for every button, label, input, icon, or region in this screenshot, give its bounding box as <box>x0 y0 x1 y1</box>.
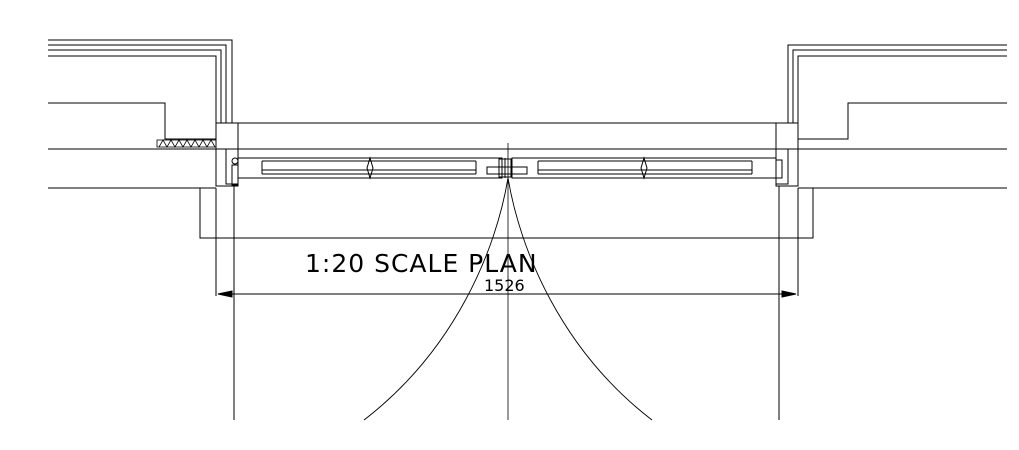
dimension-line <box>215 186 799 420</box>
left-wall <box>48 39 233 239</box>
right-wall <box>787 44 1007 239</box>
door-frame <box>215 122 799 239</box>
door-swing-arcs <box>363 143 653 421</box>
dimension-value: 1526 <box>484 276 525 295</box>
plan-title: 1:20 SCALE PLAN <box>305 249 538 278</box>
door-leaves <box>231 156 783 186</box>
